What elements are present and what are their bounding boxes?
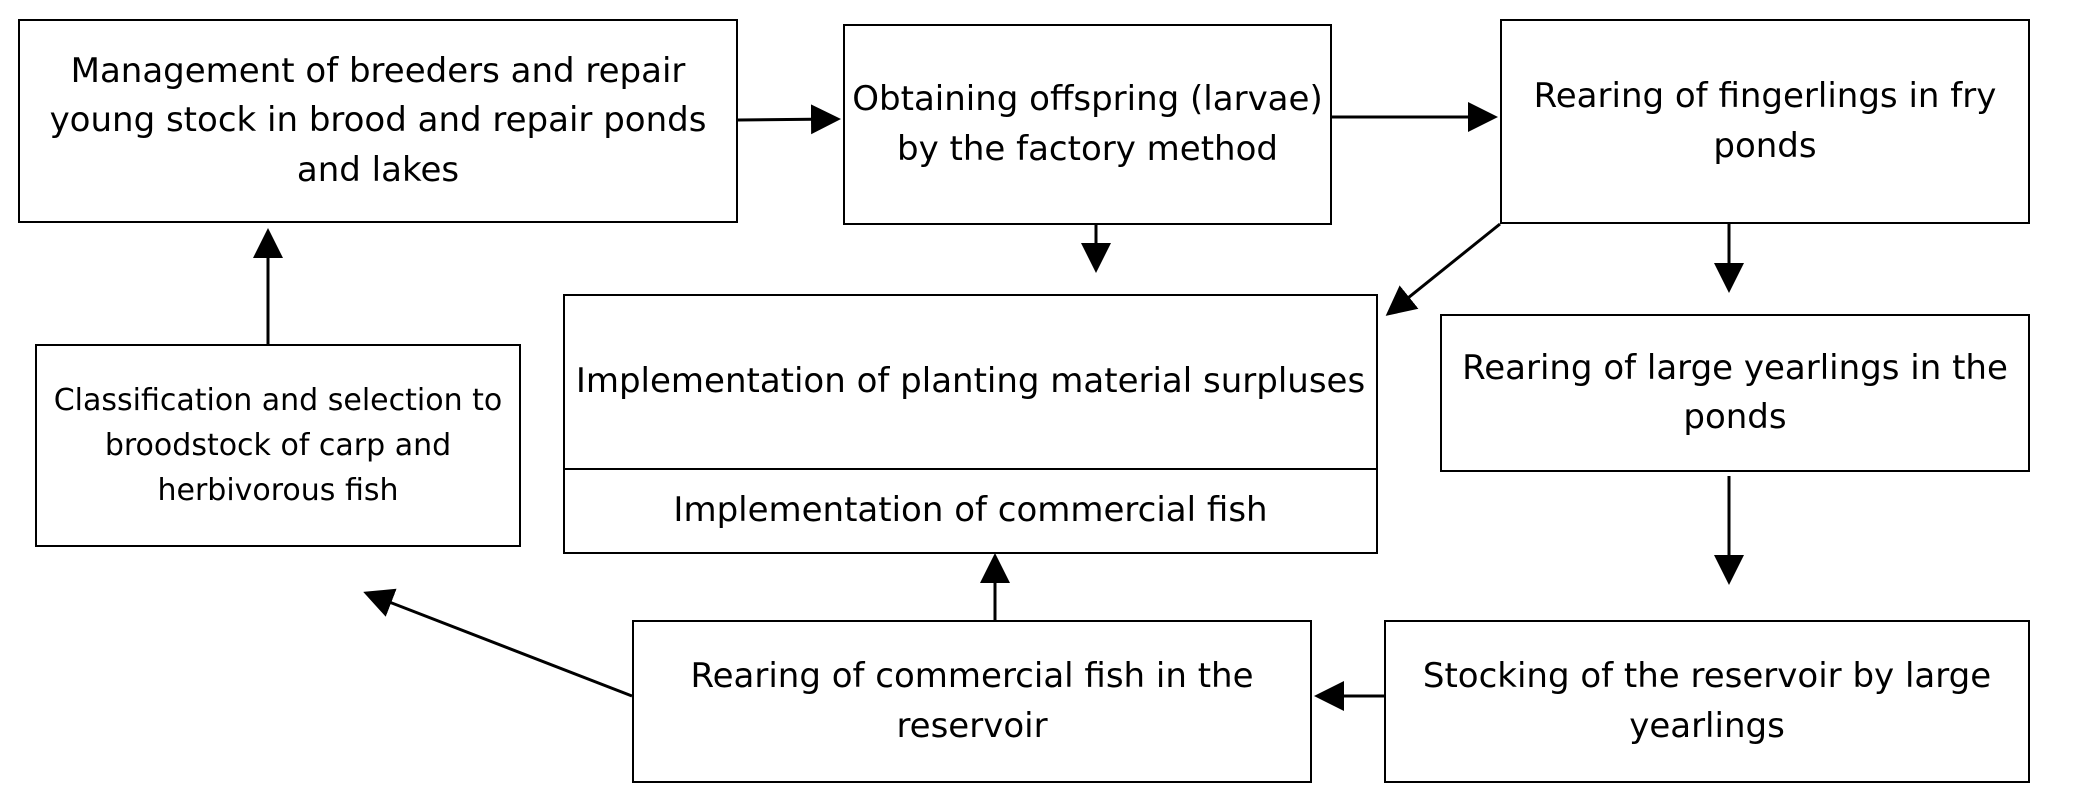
node-fingerlings-label: Rearing of fingerlings in fry ponds [1533, 76, 1997, 166]
arrow-breeders-to-offspring [737, 104, 841, 135]
node-yearlings: Rearing of large yearlings in the ponds [1440, 314, 2030, 472]
node-commercial-rearing: Rearing of commercial fish in the reserv… [632, 620, 1312, 783]
arrow-commercial-rearing-to-classification [363, 588, 633, 698]
node-commercial-rearing-label: Rearing of commercial fish in the reserv… [690, 656, 1254, 746]
node-implementation-group: Implementation of planting material surp… [563, 294, 1378, 554]
node-yearlings-label: Rearing of large yearlings in the ponds [1462, 347, 2008, 437]
arrow-fingerlings-to-planting [1385, 222, 1501, 316]
node-offspring: Obtaining offspring (larvae) by the fact… [843, 24, 1332, 225]
node-commercial-fish: Implementation of commercial fish [565, 470, 1376, 552]
node-commercial-fish-label: Implementation of commercial fish [673, 490, 1268, 531]
node-planting-surpluses-label: Implementation of planting material surp… [575, 361, 1366, 402]
node-stocking-label: Stocking of the reservoir by large yearl… [1422, 656, 1992, 746]
node-offspring-label: Obtaining offspring (larvae) by the fact… [852, 79, 1323, 169]
node-breeders: Management of breeders and repair young … [18, 19, 738, 223]
node-planting-surpluses: Implementation of planting material surp… [565, 296, 1376, 470]
node-classification: Classification and selection to broodsto… [35, 344, 521, 547]
node-fingerlings: Rearing of fingerlings in fry ponds [1500, 19, 2030, 224]
node-stocking: Stocking of the reservoir by large yearl… [1384, 620, 2030, 783]
node-breeders-label: Management of breeders and repair young … [49, 51, 707, 190]
node-classification-label: Classification and selection to broodsto… [53, 383, 503, 508]
